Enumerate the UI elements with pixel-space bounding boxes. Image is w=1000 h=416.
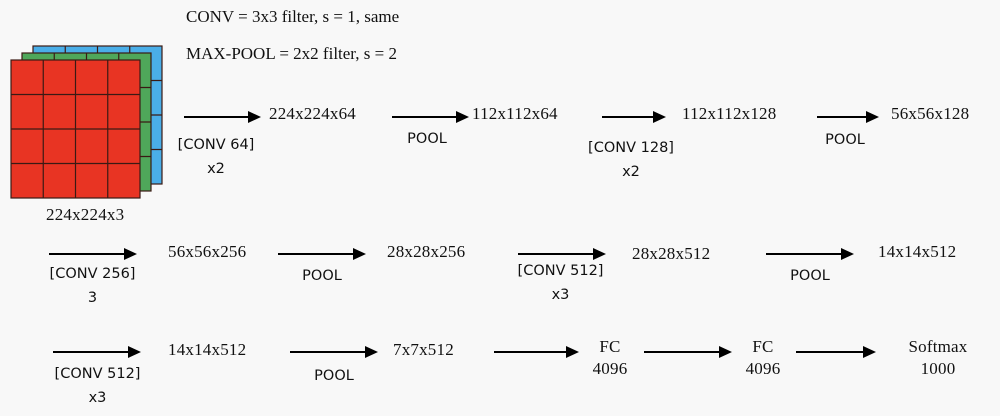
op-label: POOL	[302, 268, 342, 284]
tensor-shape: 56x56x128	[891, 104, 970, 123]
op-label: POOL	[790, 268, 830, 284]
tensor-shape: 224x224x64	[269, 104, 356, 123]
op-label: [CONV 512]x3	[54, 366, 141, 406]
tensor-shape: 112x112x64	[472, 104, 558, 123]
tensor-shape: 7x7x512	[393, 340, 454, 359]
tensor-shape: 28x28x512	[632, 244, 711, 263]
op-label: [CONV 128]x2	[588, 140, 674, 180]
arrow	[602, 111, 666, 123]
tensor-shape: 28x28x256	[387, 242, 466, 261]
arrow	[392, 111, 469, 123]
arrow	[644, 346, 732, 358]
arrow	[817, 111, 879, 123]
op-label: [CONV 256]3	[49, 266, 136, 306]
legend-conv: CONV = 3x3 filter, s = 1, same	[186, 7, 400, 26]
arrow	[53, 346, 141, 358]
tensor-shape: 14x14x512	[878, 242, 957, 261]
arrow	[290, 346, 378, 358]
legend-maxpool: MAX-POOL = 2x2 filter, s = 2	[186, 44, 397, 63]
arrow	[494, 346, 579, 358]
arrow	[518, 248, 606, 260]
tensor-shape: 14x14x512	[168, 340, 247, 359]
tensor-shape: 112x112x128	[682, 104, 777, 123]
op-label: [CONV 64]x2	[177, 137, 255, 177]
arrow	[49, 248, 137, 260]
input-image-label: 224x224x3	[46, 205, 125, 224]
op-label: POOL	[825, 132, 865, 148]
op-label: [CONV 512]x3	[517, 263, 604, 303]
arrow	[766, 248, 854, 260]
tensor-shape: 56x56x256	[168, 242, 247, 261]
arrow	[796, 346, 876, 358]
op-label: POOL	[407, 131, 447, 147]
op-label: POOL	[314, 368, 354, 384]
arrow	[278, 248, 366, 260]
input-image-stack	[10, 45, 163, 199]
channel-red	[10, 59, 141, 199]
arrow	[184, 111, 261, 123]
